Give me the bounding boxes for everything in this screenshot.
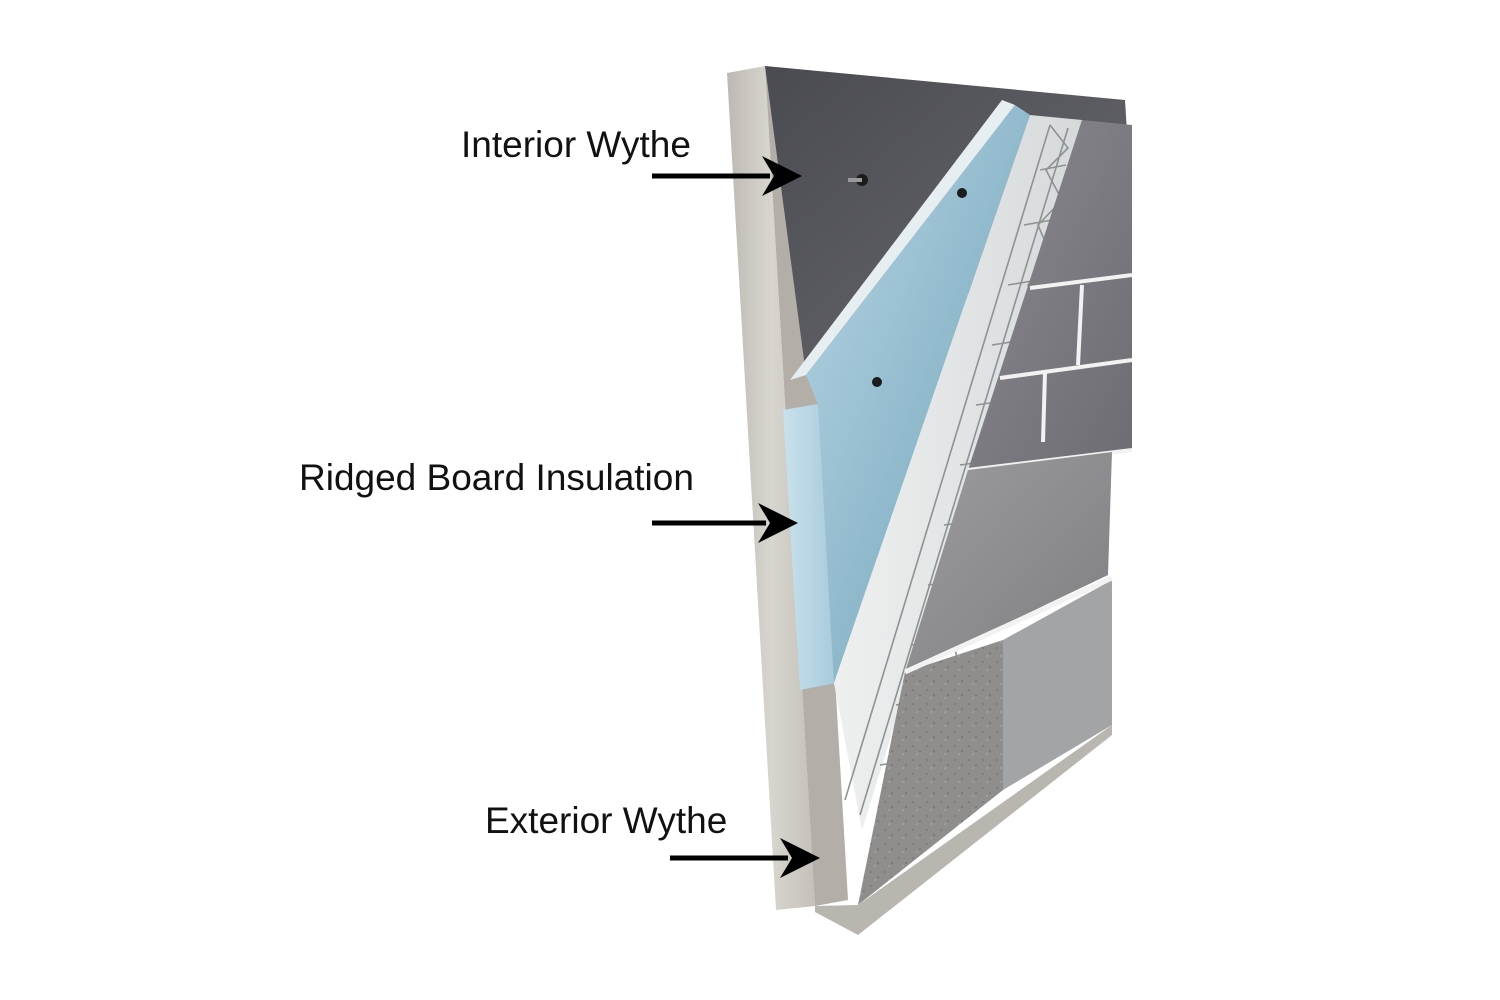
exterior-wythe-lower-right xyxy=(1003,580,1112,790)
label-insulation: Ridged Board Insulation xyxy=(299,457,694,498)
insulation-board xyxy=(806,105,1030,683)
label-interior-wythe: Interior Wythe xyxy=(461,124,691,165)
arrow-interior-wythe xyxy=(652,156,802,196)
exterior-wythe-lower-joint xyxy=(903,575,1114,675)
exterior-wythe-upper xyxy=(968,120,1132,470)
arrow-exterior-wythe xyxy=(670,838,820,878)
label-exterior-wythe: Exterior Wythe xyxy=(485,800,728,841)
arrow-insulation xyxy=(652,503,798,543)
exterior-wythe-lower-left-texture xyxy=(858,640,1003,905)
concrete-panel-edge xyxy=(727,66,815,910)
insulation-top-face xyxy=(790,100,1015,380)
truss-ties-cavity xyxy=(834,115,1082,830)
exterior-wythe-bottom-edge xyxy=(815,725,1112,935)
exterior-wythe-middle xyxy=(905,452,1112,672)
insulation-board-edge xyxy=(783,404,836,690)
